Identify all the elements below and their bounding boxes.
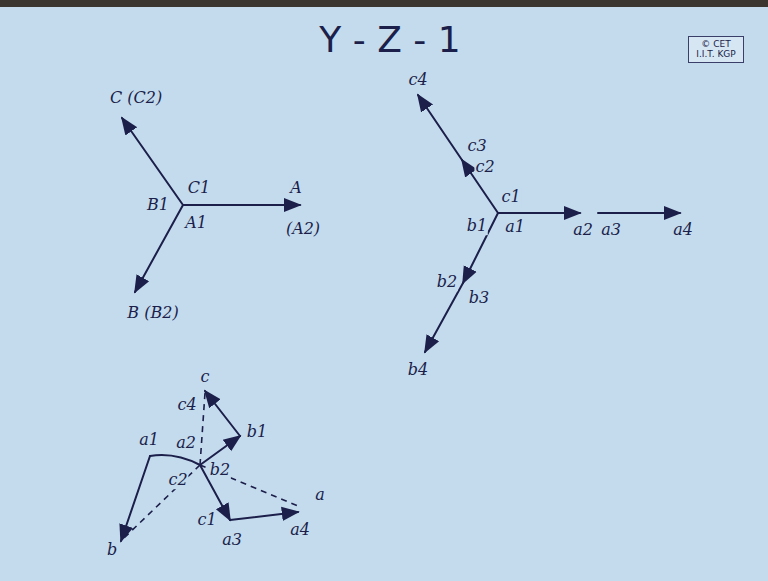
phasor-label: A1 xyxy=(184,214,208,232)
phasor-label: c4 xyxy=(176,396,197,414)
phasor-label: a4 xyxy=(289,521,311,539)
phasor-label: b4 xyxy=(407,361,429,379)
phasor-label: a2 xyxy=(175,434,197,452)
phasor-label: B1 xyxy=(146,196,170,214)
phasor-label: c2 xyxy=(167,471,188,489)
phasor-label: a xyxy=(314,486,326,504)
phasor-label: A xyxy=(289,179,303,197)
diagram-title: Y - Z - 1 xyxy=(319,20,460,60)
phasor-label: a4 xyxy=(672,221,694,239)
phasor-label: a1 xyxy=(138,431,160,449)
phasor-label: b xyxy=(106,541,118,559)
phasor-label: b1 xyxy=(246,423,268,441)
phasor-label: c xyxy=(200,368,211,386)
phasor-label: C1 xyxy=(187,179,211,197)
phasor-label: c1 xyxy=(196,511,217,529)
phasor-label: c4 xyxy=(407,71,428,89)
phasor-label: B (B2) xyxy=(126,304,179,322)
stamp-text: © CET I.I.T. KGP xyxy=(692,39,740,60)
phasor-label: b1 xyxy=(466,217,488,235)
phasor-label: c1 xyxy=(500,188,521,206)
phasor-label: b2 xyxy=(209,461,231,479)
phasor-label: b2 xyxy=(436,273,458,291)
phasor-label: c3 xyxy=(466,137,487,155)
photo-edge xyxy=(0,0,768,7)
copyright-stamp: © CET I.I.T. KGP xyxy=(688,36,744,63)
phasor-label: a1 xyxy=(504,218,526,236)
phasor-label: a3 xyxy=(221,531,243,549)
phasor-label: C (C2) xyxy=(109,89,163,107)
phasor-label: c2 xyxy=(474,158,495,176)
phasor-label: a3 xyxy=(600,221,622,239)
phasor-label: a2 xyxy=(572,221,594,239)
phasor-label: (A2) xyxy=(285,220,321,238)
phasor-label: b3 xyxy=(468,289,490,307)
